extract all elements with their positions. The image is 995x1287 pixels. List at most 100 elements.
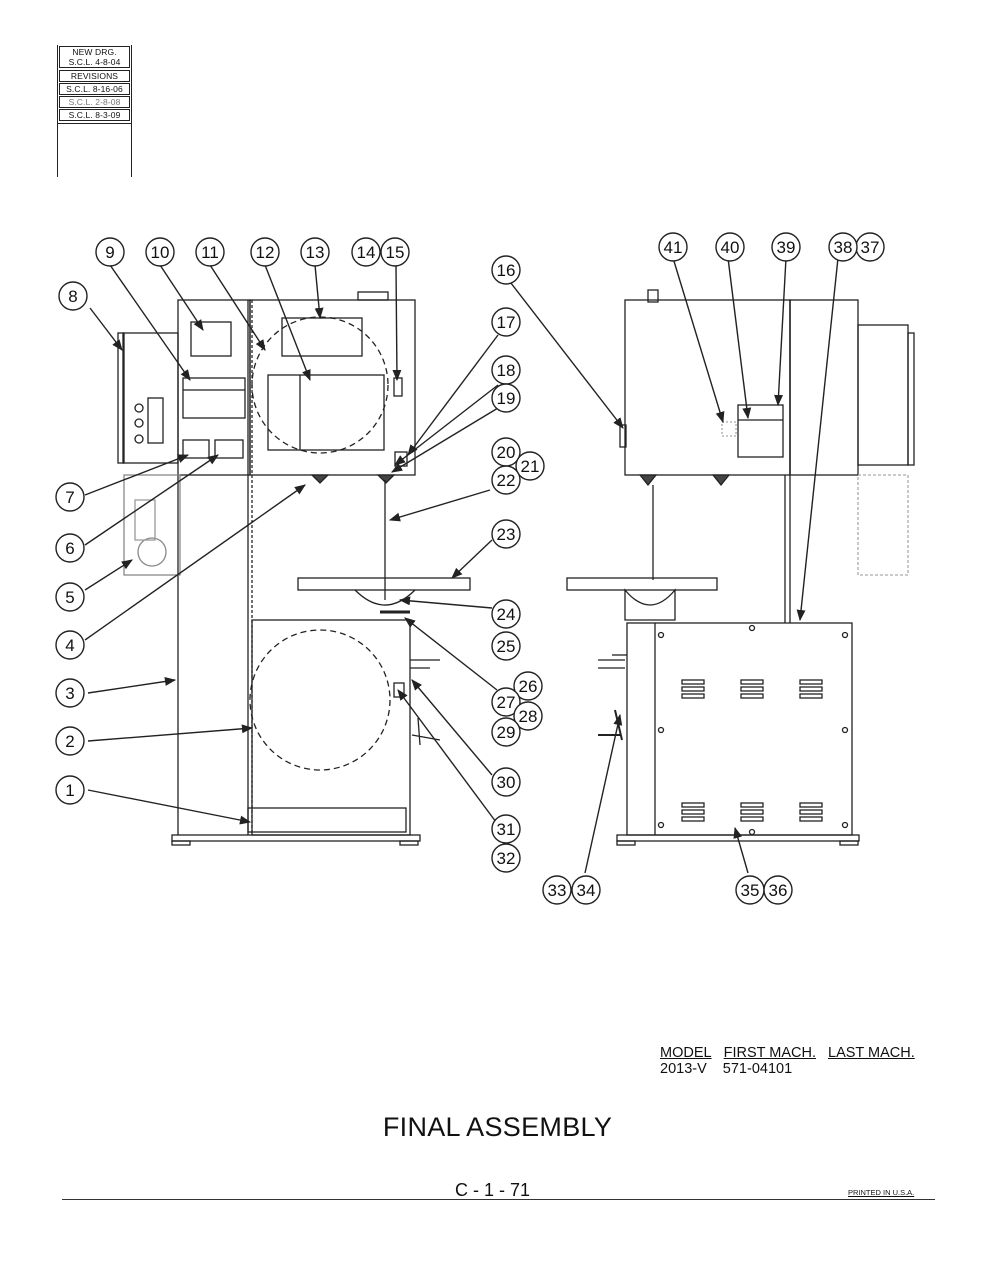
callout-label: 1 xyxy=(65,781,74,800)
panel-label-10 xyxy=(190,321,232,357)
callout-bubble xyxy=(55,775,85,805)
callout-label: 5 xyxy=(65,588,74,607)
callout-label: 14 xyxy=(357,243,376,262)
side-view xyxy=(566,289,915,846)
top-cap xyxy=(357,291,389,301)
callout-bubble xyxy=(571,875,601,905)
callout-label: 13 xyxy=(306,243,325,262)
upper-guide-left xyxy=(310,474,330,484)
callout-label: 6 xyxy=(65,539,74,558)
front-view xyxy=(117,291,471,846)
callout-bubble xyxy=(55,533,85,563)
panel-label-6 xyxy=(214,439,244,459)
callout-bubble xyxy=(491,519,521,549)
callout-label: 8 xyxy=(68,287,77,306)
callout-bubble xyxy=(515,451,545,481)
model-table-row: 2013-V 571-04101 xyxy=(660,1061,923,1077)
callout-bubble xyxy=(55,482,85,512)
revision-new-drawing: NEW DRG. S.C.L. 4-8-04 xyxy=(59,46,130,68)
callout-bubble xyxy=(491,843,521,873)
callout-label: 39 xyxy=(777,238,796,257)
new-drawing-label: NEW DRG. xyxy=(72,47,117,57)
callout-label: 27 xyxy=(497,693,516,712)
lower-handle xyxy=(410,659,440,669)
callout-label: 17 xyxy=(497,313,516,332)
model-table: MODEL FIRST MACH. LAST MACH. 2013-V 571-… xyxy=(660,1045,923,1077)
callout-bubble xyxy=(491,631,521,661)
callout-label: 25 xyxy=(497,637,516,656)
header-first-mach: FIRST MACH. xyxy=(723,1045,816,1061)
side-motor xyxy=(857,324,909,466)
callout-label: 22 xyxy=(497,471,516,490)
callout-label: 23 xyxy=(497,525,516,544)
front-foot-left xyxy=(171,840,191,846)
callout-label: 32 xyxy=(497,849,516,868)
callout-bubble xyxy=(828,232,858,262)
callout-bubble xyxy=(58,281,88,311)
callout-label: 4 xyxy=(65,636,74,655)
lower-wheel-housing xyxy=(251,619,411,836)
callout-label: 16 xyxy=(497,261,516,280)
callout-bubble xyxy=(55,630,85,660)
callout-bubble xyxy=(658,232,688,262)
side-vents-top xyxy=(681,679,823,699)
page-number: C - 1 - 71 xyxy=(455,1180,531,1200)
callout-label: 10 xyxy=(151,243,170,262)
panel-label-7 xyxy=(182,439,210,459)
callout-bubble xyxy=(55,582,85,612)
callout-bubble xyxy=(513,671,543,701)
upper-guide-right xyxy=(376,474,396,484)
upper-label-12 xyxy=(267,374,385,451)
upper-wheel xyxy=(251,316,389,454)
callout-bubble xyxy=(250,237,280,267)
callout-bubble xyxy=(513,701,543,731)
front-trunnion xyxy=(354,589,416,606)
callout-bubble xyxy=(351,237,381,267)
side-cabinet-bolts xyxy=(657,624,849,836)
revision-entry: S.C.L. 8-3-09 xyxy=(59,109,130,121)
cell-model: 2013-V xyxy=(660,1061,707,1077)
callout-label: 3 xyxy=(65,684,74,703)
front-base-panel xyxy=(247,807,407,833)
upper-wheel-housing xyxy=(249,299,416,476)
bottom-rule xyxy=(62,1199,935,1200)
printed-note: PRINTED IN U.S.A. xyxy=(848,1188,915,1197)
callout-bubble xyxy=(55,678,85,708)
callout-label: 9 xyxy=(105,243,114,262)
callout-label: 11 xyxy=(201,243,219,262)
callout-bubble xyxy=(491,599,521,629)
header-last-mach: LAST MACH. xyxy=(828,1045,915,1061)
callout-bubble xyxy=(300,237,330,267)
motor-box xyxy=(122,332,179,464)
lower-wheel xyxy=(249,629,391,771)
callout-label: 38 xyxy=(834,238,853,257)
revision-blank-cell xyxy=(58,123,131,146)
callout-bubble xyxy=(195,237,225,267)
drawing-title: FINAL ASSEMBLY xyxy=(382,1112,613,1142)
callout-label: 12 xyxy=(256,243,275,262)
callout-label: 26 xyxy=(519,677,538,696)
callout-label: 41 xyxy=(664,238,683,257)
revision-entry: S.C.L. 2-8-08 xyxy=(59,96,130,108)
front-base-plate xyxy=(171,834,421,842)
callout-label: 35 xyxy=(741,881,760,900)
revision-block: NEW DRG. S.C.L. 4-8-04 REVISIONS S.C.L. … xyxy=(57,45,132,177)
side-vents-bottom xyxy=(681,802,823,822)
callout-label: 20 xyxy=(497,443,516,462)
callout-label: 40 xyxy=(721,238,740,257)
callout-label: 15 xyxy=(386,243,405,262)
new-drawing-date: S.C.L. 4-8-04 xyxy=(68,57,121,67)
callout-label: 31 xyxy=(497,820,516,839)
callout-bubble xyxy=(95,237,125,267)
callout-bubble xyxy=(715,232,745,262)
callout-bubble xyxy=(771,232,801,262)
callout-label: 33 xyxy=(548,881,567,900)
panel-label-9 xyxy=(182,377,246,419)
callout-label: 29 xyxy=(497,723,516,742)
callout-bubble xyxy=(491,383,521,413)
callout-label: 2 xyxy=(65,732,74,751)
side-foot-right xyxy=(839,840,859,846)
callout-bubble xyxy=(491,767,521,797)
callout-bubble xyxy=(145,237,175,267)
